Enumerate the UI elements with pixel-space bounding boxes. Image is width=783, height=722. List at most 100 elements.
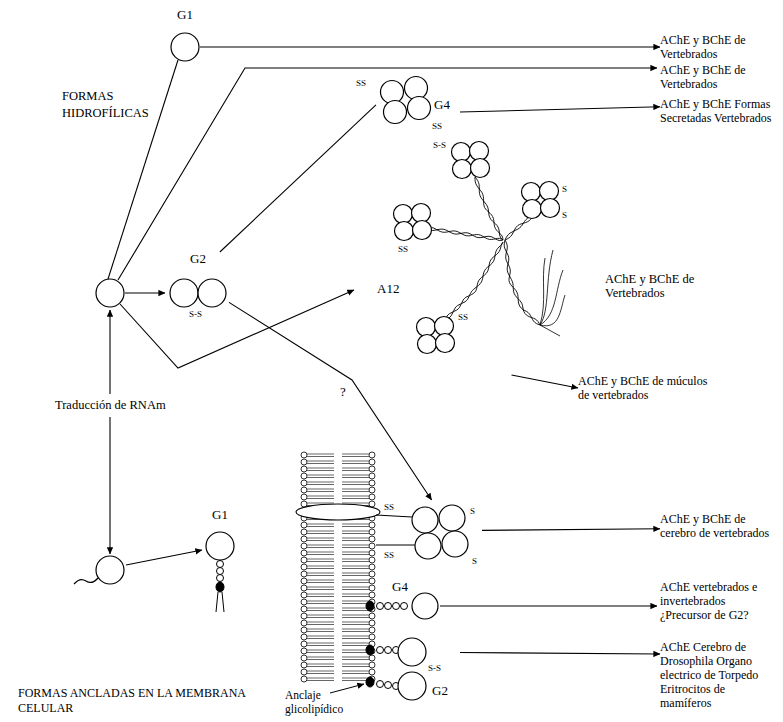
form-label: AChE y BChE de múculos de vertebrados (578, 374, 718, 402)
edge-label-patch: ? (338, 384, 348, 399)
subunit-circle (471, 159, 490, 178)
form-label-box: AChE vertebrados e invertebrados ¿Precur… (660, 580, 779, 622)
phospholipid-pair (369, 627, 375, 633)
glycolipid-anchor (385, 647, 392, 654)
phospholipid-pair (307, 664, 334, 667)
phospholipid-pair (307, 524, 334, 527)
subunit-circle (452, 143, 471, 162)
glycolipid-anchor (216, 582, 224, 592)
phospholipid-pair (301, 473, 375, 479)
form-description: AChE y BChE de Vertebrados (660, 33, 779, 61)
form-name: A12 (377, 282, 399, 296)
pathway-line (108, 60, 657, 606)
phospholipid-pair (301, 571, 307, 577)
subunit-circle (171, 33, 199, 61)
phospholipid-pair (301, 564, 375, 570)
subunit-circle (522, 183, 541, 202)
text-slot: G4 (434, 98, 450, 112)
phospholipid-pair (307, 573, 334, 576)
phospholipid-pair (307, 678, 334, 681)
subunit-circle (412, 507, 438, 533)
collagen-strand (425, 228, 503, 240)
phospholipid-pair (301, 662, 307, 668)
text-slot: G2 (168, 252, 228, 266)
bond-label-box: SS (384, 550, 394, 560)
phospholipid-pair (301, 536, 307, 542)
phospholipid-pair (301, 571, 375, 577)
form-label: AChE y BChE Formas Secretadas Vertebrado… (660, 97, 779, 125)
globular-monomer: G1 (171, 8, 200, 62)
subunit-circle (453, 160, 472, 179)
phospholipid-pair (342, 468, 369, 471)
collagen-strand (445, 242, 503, 320)
bond-label: SS (356, 78, 366, 88)
phospholipid-pair (307, 615, 334, 618)
disulfide-link (376, 515, 415, 545)
phospholipid-pair (301, 641, 307, 647)
phospholipid-pair (301, 459, 307, 465)
bond-label: SS (458, 312, 468, 322)
glycolipid-anchor (366, 677, 374, 687)
phospholipid-pair (301, 592, 307, 598)
phospholipid-pair (342, 622, 369, 625)
anchor-label-box: Anclaje glicolipídico (285, 688, 365, 716)
collagen-strand (475, 177, 503, 240)
phospholipid-pair (301, 676, 375, 682)
phospholipid-pair (342, 671, 369, 674)
disulfide-link (376, 515, 412, 517)
form-label: AChE y BChE de Vertebrados (660, 33, 779, 61)
subunit-circle (439, 505, 465, 531)
phospholipid-pair (369, 571, 375, 577)
phospholipid-pair (301, 648, 307, 654)
phospholipid-pair (369, 564, 375, 570)
phospholipid-pair (342, 524, 369, 527)
subunit-circle (398, 672, 426, 700)
subunit-circle (417, 318, 436, 337)
pathway-line (125, 292, 165, 293)
phospholipid-pair (301, 662, 375, 668)
phospholipid-pair (301, 487, 307, 493)
bond-label: SS (384, 550, 394, 560)
phospholipid-pair (307, 608, 334, 611)
subunit-circle (470, 142, 489, 161)
connector (220, 105, 376, 252)
bond-label-box: S-S (428, 663, 441, 673)
bond-label-box: SS (458, 312, 468, 322)
phospholipid-pair (301, 480, 375, 486)
form-name: G1 (171, 8, 199, 22)
phospholipid-pair (307, 671, 334, 674)
section-heading: FORMAS ANCLADAS EN LA MEMBRANA CELULAR (18, 686, 268, 716)
bond-label-box: S (562, 210, 567, 220)
phospholipid-pair (342, 573, 369, 576)
phospholipid-pair (369, 669, 375, 675)
subunit-circle (523, 200, 542, 219)
phospholipid-pair (301, 452, 307, 458)
phospholipid-pair (301, 585, 307, 591)
phospholipid-pair (369, 662, 375, 668)
phospholipid-pair (301, 620, 375, 626)
text-slot: G2 (432, 684, 448, 698)
form-name: G2 (168, 252, 228, 266)
bond-label: SS (432, 121, 442, 131)
collagen-fibril (540, 258, 545, 325)
hydrophilic-monomer (96, 279, 124, 307)
phospholipid-pair (369, 578, 375, 584)
text-slot: G1 (204, 508, 236, 522)
phospholipid-pair (307, 461, 334, 464)
bond-label-box: S (470, 506, 475, 516)
phospholipid-pair (307, 496, 334, 499)
subunit-circle (412, 204, 431, 223)
pathway-line (120, 290, 354, 368)
phospholipid-pair (307, 531, 334, 534)
phospholipid-pair (307, 657, 334, 660)
phospholipid-pair (369, 655, 375, 661)
pathway-line (109, 310, 110, 394)
process-label: Traducción de RNAm (55, 398, 166, 412)
phospholipid-pair (301, 494, 307, 500)
form-name: G4 (434, 98, 450, 112)
bond-label-box: SS (384, 502, 394, 512)
phospholipid-pair (301, 557, 307, 563)
bond-label-box: S (472, 556, 477, 566)
bond-label-box: S-S (433, 140, 446, 150)
